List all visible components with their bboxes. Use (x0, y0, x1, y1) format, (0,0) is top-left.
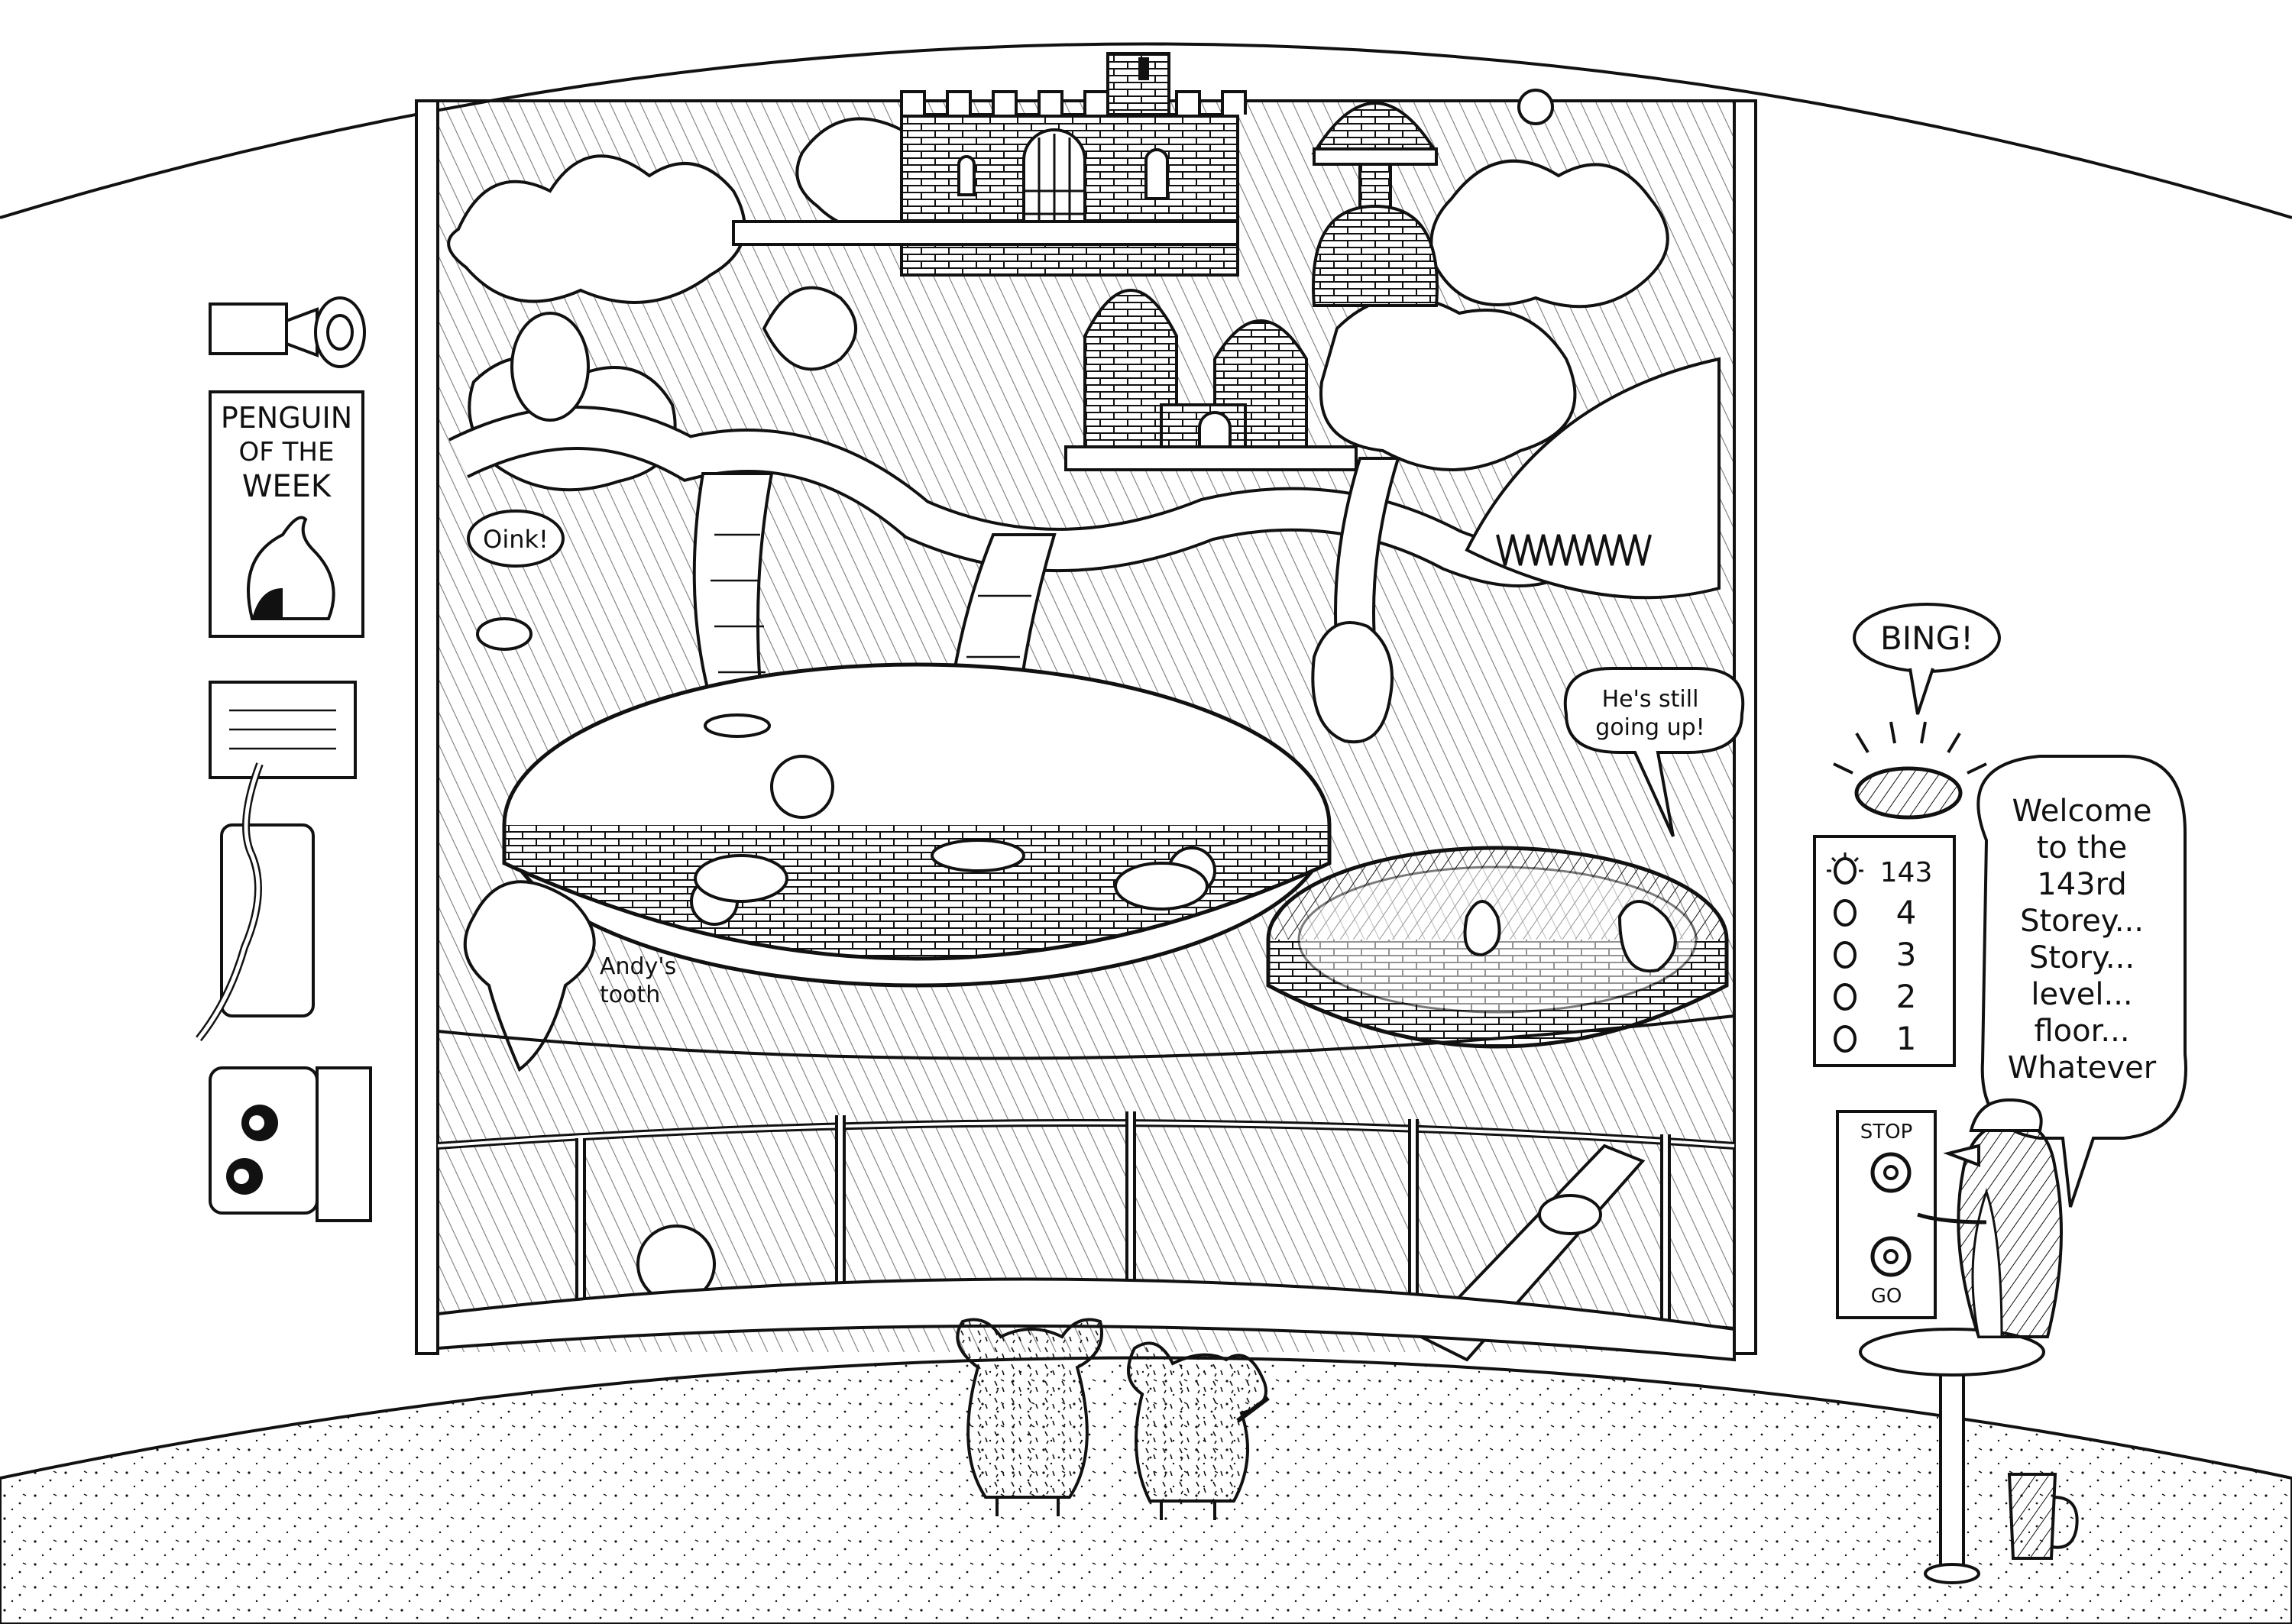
floor-lamp-2 (1834, 983, 1857, 1011)
creatures (476, 286, 1677, 1304)
floor-number-1: 1 (1896, 1020, 1917, 1057)
control-panel: STOP GO (1836, 1110, 1937, 1319)
go-button[interactable] (1870, 1236, 1912, 1277)
poster-line-1: PENGUIN (221, 401, 352, 435)
security-camera-icon (209, 296, 366, 368)
bing-bubble: BING! (1853, 603, 2001, 715)
floor-lamp-4 (1834, 899, 1857, 927)
oink-text: Oink! (483, 525, 549, 554)
floor-number-2: 2 (1896, 978, 1917, 1015)
cap-icon (1969, 1098, 2043, 1132)
hillside (1465, 357, 1721, 600)
wall-locker (209, 1066, 372, 1222)
bucket-icon (220, 823, 315, 1017)
foliage (447, 117, 1669, 492)
penguin-operator (1859, 1098, 2063, 1584)
tooth-illustration (463, 880, 596, 1072)
penguin-of-the-week-poster: PENGUIN OF THE WEEK (209, 390, 364, 638)
floor-lamp-143 (1834, 857, 1857, 885)
poster-line-3: WEEK (242, 469, 332, 504)
stop-label: STOP (1860, 1121, 1913, 1144)
koala-right (1127, 1341, 1270, 1520)
floor-lamp-3 (1834, 941, 1857, 969)
floor-number-3: 3 (1896, 936, 1917, 973)
stool-seat (1859, 1328, 2045, 1377)
still-going-text-2: going up! (1595, 714, 1704, 741)
welcome-line-6: floor... (2034, 1014, 2129, 1049)
welcome-line-0: Welcome (2012, 794, 2152, 829)
castle (732, 52, 1247, 277)
floor-number-4: 4 (1896, 894, 1917, 931)
window-scene: Oink! He's still going up! Andy's tooth (437, 52, 1745, 1362)
koala-left (956, 1318, 1103, 1516)
welcome-line-4: Story... (2029, 940, 2135, 975)
mushroom-tower (1311, 89, 1554, 307)
ceiling-curve (0, 42, 2292, 219)
left-wall-items: PENGUIN OF THE WEEK (196, 296, 372, 1222)
floor-lamp-1 (1834, 1025, 1857, 1053)
floor-number-143: 143 (1880, 857, 1933, 888)
still-going-text-1: He's still (1602, 686, 1699, 713)
welcome-line-1: to the (2037, 830, 2128, 865)
stop-button[interactable] (1870, 1152, 1912, 1193)
tooth-label-2: tooth (600, 982, 660, 1008)
tooth-label-1: Andy's (600, 953, 676, 980)
mug-icon (2007, 1473, 2079, 1560)
floor-indicator-panel: 143 4 3 2 1 (1813, 835, 1956, 1067)
welcome-line-2: 143rd (2037, 867, 2126, 902)
hanging-sign (196, 681, 357, 1042)
still-going-bubble: He's still going up! (1563, 667, 1745, 837)
speaker-icon (1833, 721, 1987, 820)
go-label: GO (1871, 1285, 1902, 1308)
lamp-ray (1831, 856, 1837, 862)
welcome-line-7: Whatever (2008, 1050, 2157, 1085)
sun-icon (1517, 89, 1554, 125)
welcome-line-5: level... (2031, 977, 2132, 1012)
lamp-ray (1853, 856, 1860, 862)
welcome-line-3: Storey... (2020, 904, 2144, 939)
poster-line-2: OF THE (239, 437, 335, 467)
beehive-huts (1064, 289, 1358, 471)
oink-bubble: Oink! (467, 510, 565, 568)
bing-text: BING! (1880, 620, 1973, 657)
